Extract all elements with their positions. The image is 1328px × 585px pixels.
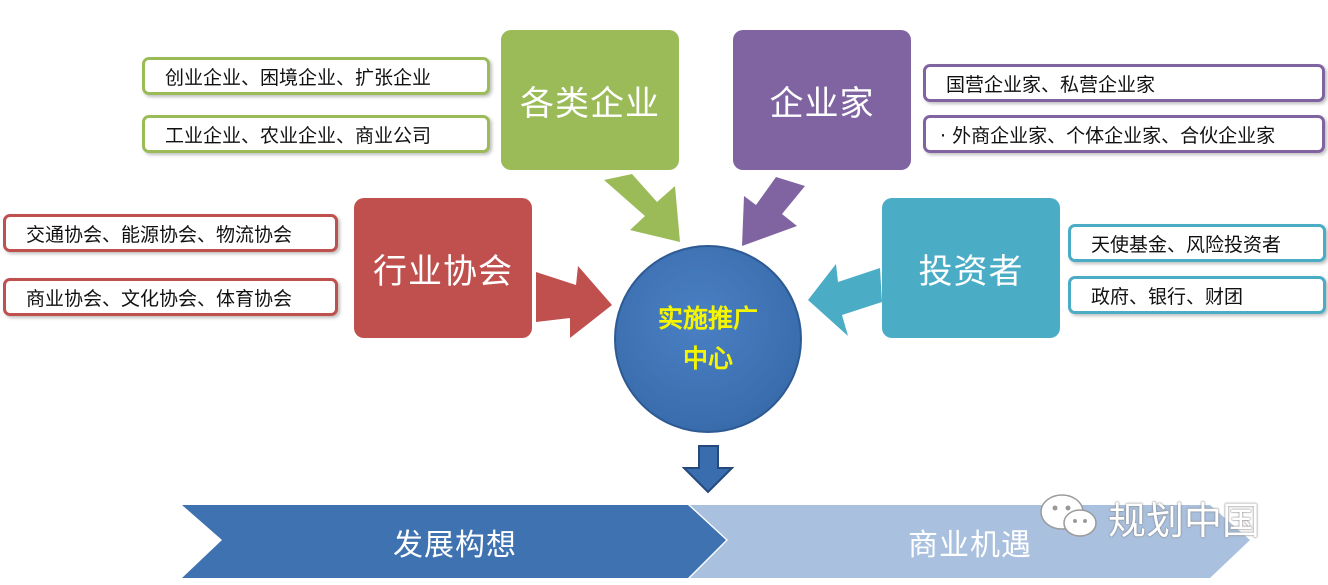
chevron-left-shape	[182, 505, 726, 578]
chevron-right-shape	[690, 505, 1250, 578]
entrepreneur-tag-1: 国营企业家、私营企业家	[923, 64, 1325, 102]
teal-arrow	[808, 264, 882, 336]
center-circle: 实施推广 中心	[614, 245, 802, 433]
association-tag-1: 交通协会、能源协会、物流协会	[3, 214, 338, 252]
watermark: 规划中国	[1108, 492, 1261, 543]
enterprise-tag-2: 工业企业、农业企业、商业公司	[142, 115, 490, 153]
green-arrow	[604, 174, 680, 242]
investor-tag-2: 政府、银行、财团	[1068, 276, 1326, 314]
center-label-line1: 实施推广	[657, 304, 758, 333]
enterprise-tag-1: 创业企业、困境企业、扩张企业	[142, 57, 490, 95]
development-concept-label: 发展构想	[393, 528, 517, 563]
red-arrow	[536, 266, 612, 338]
entrepreneur-tag-2: · 外商企业家、个体企业家、合伙企业家	[923, 115, 1325, 153]
watermark-text: 规划中国	[1108, 498, 1261, 543]
entrepreneurs-block: 企业家	[733, 30, 911, 170]
business-opportunity-label: 商业机遇	[908, 528, 1032, 563]
associations-block: 行业协会	[354, 198, 532, 338]
investors-block: 投资者	[882, 198, 1060, 338]
center-label-line2: 中心	[682, 344, 733, 373]
enterprises-block: 各类企业	[501, 30, 679, 170]
association-tag-2: 商业协会、文化协会、体育协会	[3, 278, 338, 316]
investor-tag-1: 天使基金、风险投资者	[1068, 224, 1326, 262]
purple-arrow	[742, 177, 805, 246]
wechat-icon	[1040, 494, 1097, 537]
down-arrow	[681, 445, 735, 494]
